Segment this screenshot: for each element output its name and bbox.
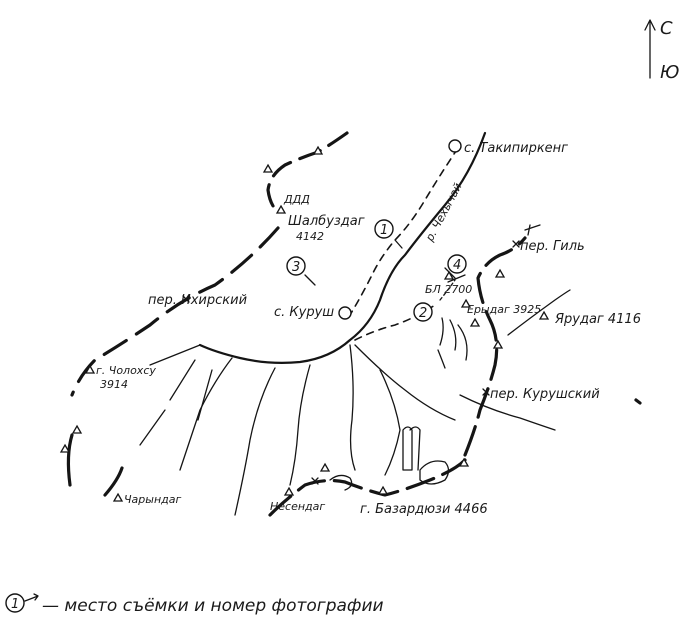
peak-marker [469,317,481,327]
peak-markers [59,145,550,502]
peak-marker [312,145,324,155]
label-kurush: с. Куруш [274,305,334,320]
ridge-bazarduzu [268,458,467,517]
peak-marker [59,443,71,453]
label-charyndag: Чарындаг [124,493,181,506]
pass-marker-ikhir [182,295,190,303]
village-kurush-marker [338,306,352,320]
label-erydag: Ерыдаг 3925 [467,303,541,316]
label-ikhirsky: пер. Ихирский [148,293,247,308]
photo-point-3: 3 [286,256,306,276]
river-branch-d [289,364,311,486]
pass-markers [182,240,520,485]
label-kurushsky: пер. Курушский [490,387,600,402]
ridge-east [463,236,527,457]
label-dad: ДДД [283,193,310,206]
svg-text:1: 1 [380,223,388,238]
route-to-camp [354,304,436,341]
peak-marker-erydag [460,298,472,308]
label-bazarduzu: г. Базардюзи 4466 [360,502,488,517]
peak-marker-yarudag [538,310,550,320]
peak-marker [443,270,455,280]
peak-marker-nesendag [283,486,295,496]
glacier-2 [409,426,421,471]
label-takipirkent: с. Такипиркенг [464,141,568,156]
peak-marker [458,457,470,467]
river-branch-h [459,394,556,431]
glaciers [329,426,450,491]
compass-south: Ю [660,62,679,83]
river-chekhychai [198,131,487,364]
label-shalbuzdag-height: 4142 [296,230,324,243]
label-nesendag: Несендаг [270,500,325,513]
photo-point-4: 4 [447,254,467,274]
glacier-1 [402,426,413,471]
peak-marker-charyndag [112,492,124,502]
svg-text:4: 4 [453,258,461,273]
ridge-yarudag [507,289,571,336]
river-branch-b [179,357,233,471]
route-camp-link [439,279,456,301]
gil-mark [524,224,541,236]
label-camp-2700: БЛ 2700 [425,283,472,296]
pass-marker-south [311,477,319,485]
compass-north: С [660,18,673,39]
pass-marker-kurush [482,388,490,396]
photo-arrow-3 [304,274,316,286]
river-branch-c [234,367,276,516]
river-west-1 [139,359,196,446]
photo-point-2: 2 [413,302,433,322]
glacier-4 [329,474,353,491]
label-gil: пер. Гиль [520,239,585,254]
legend-marker-circle [5,593,25,613]
legend: 1 — место съёмки и номер фотографии [5,593,384,616]
legend-arrow-icon [24,593,39,602]
river-branch-a [149,344,201,366]
photo-points: 1 2 3 4 [286,219,467,322]
legend-text: — место съёмки и номер фотографии [42,596,384,616]
svg-text:3: 3 [292,260,300,275]
river-branch-g [379,369,401,476]
compass: С Ю [644,18,679,83]
label-river-chekhychai: р. Чехычай [423,181,465,244]
label-cholokhsu: г. Чолохсу [96,364,156,377]
river-system [139,131,556,516]
peak-marker [492,339,504,349]
river-branch-e [349,344,356,471]
peak-marker-bazarduzu [377,485,389,495]
label-yarudag: Ярудаг 4116 [554,312,641,327]
ridge-shalbuzdag [266,131,349,214]
river-west-2 [197,369,213,421]
villages [338,139,462,320]
peak-marker [71,424,83,434]
photo-point-1: 1 [374,219,394,239]
photo-arrow-1 [394,239,403,249]
legend-marker-number: 1 [11,597,19,612]
photo-arrows [304,239,468,369]
label-cholokhsu-height: 3914 [100,378,128,391]
glacier-3 [419,460,450,485]
route [349,147,459,341]
ridge-west [66,433,74,487]
peak-marker [262,163,274,173]
pass-marker-gil [512,240,520,248]
river-branch-f [354,344,456,421]
peak-marker-cholokhsu [84,364,96,374]
svg-text:2: 2 [419,306,427,321]
peak-marker [494,268,506,278]
peak-marker [319,462,331,472]
village-takipirkent-marker [448,139,462,153]
label-shalbuzdag: Шалбуздаг [288,214,365,229]
photo-arrows-2 [437,317,468,369]
peak-marker-shalbuzdag [275,204,287,214]
map-labels: с. Такипиркенг р. Чехычай Шалбуздаг 4142… [96,141,641,517]
compass-arrowhead [644,19,656,31]
ridge-lines [66,131,642,517]
ridge-kurush-tail [634,398,642,405]
ridge-charyndag [103,466,124,497]
